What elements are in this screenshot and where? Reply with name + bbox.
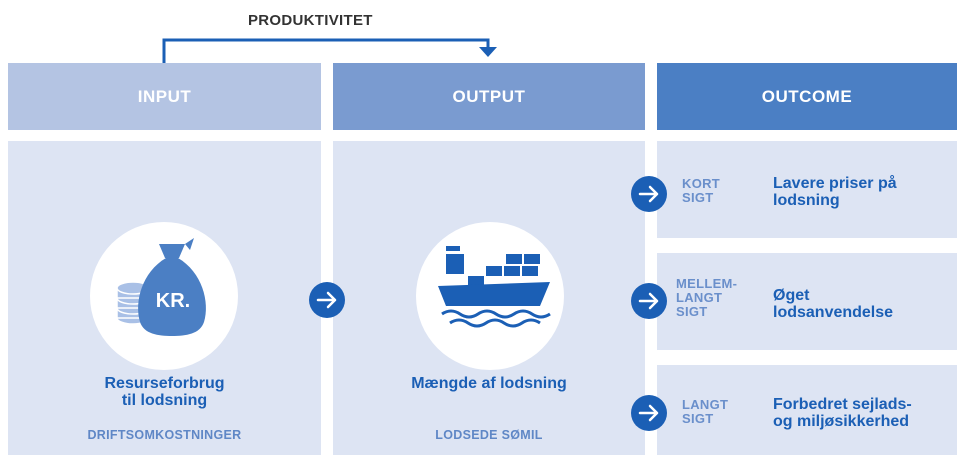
outcome-desc-medium: Øget lodsanvendelse: [773, 287, 893, 321]
term-line: KORT: [682, 176, 721, 191]
outcome-card-long-term: [657, 365, 957, 455]
money-bag-label: KR.: [156, 290, 190, 312]
output-icon-circle: [416, 222, 564, 370]
desc-line: Øget: [773, 287, 810, 304]
outcome-term-medium: MELLEM- LANGT SIGT: [676, 277, 737, 319]
output-sub-text: LODSEDE SØMIL: [435, 428, 543, 442]
outcome-term-long: LANGT SIGT: [682, 398, 728, 426]
term-line: LANGT: [682, 397, 729, 412]
desc-line: lodsning: [773, 192, 840, 209]
desc-line: Forbedret sejlads-: [773, 396, 912, 413]
outcome-arrow-3: [631, 395, 667, 431]
money-bag-coins-icon: KR.: [116, 238, 206, 336]
arrow-right-icon: [316, 291, 337, 309]
productivity-label: PRODUKTIVITET: [248, 12, 373, 29]
input-main-line-1: Resurseforbrug: [104, 375, 225, 392]
input-icon-circle: KR.: [90, 222, 238, 370]
input-main-text: Resurseforbrug til lodsning: [8, 375, 321, 409]
term-line: SIGT: [682, 190, 714, 205]
outcome-arrow-2: [631, 283, 667, 319]
arrow-right-icon: [638, 404, 659, 422]
output-main-text: Mængde af lodsning: [411, 375, 567, 392]
term-line: SIGT: [676, 304, 708, 319]
outcome-header: OUTCOME: [657, 63, 957, 130]
cargo-ship-icon: [438, 246, 551, 328]
arrow-right-icon: [638, 185, 659, 203]
arrow-right-icon: [638, 292, 659, 310]
productivity-bracket-arrow: [162, 38, 497, 63]
outcome-desc-long: Forbedret sejlads- og miljøsikkerhed: [773, 396, 912, 430]
term-line: SIGT: [682, 411, 714, 426]
input-main-line-2: til lodsning: [121, 392, 208, 409]
outcome-arrow-1: [631, 176, 667, 212]
input-header: INPUT: [8, 63, 321, 130]
term-line: MELLEM-: [676, 276, 738, 291]
input-to-output-arrow: [309, 282, 345, 318]
outcome-term-short: KORT SIGT: [682, 177, 720, 205]
input-sub-text: DRIFTSOMKOSTNINGER: [87, 428, 242, 442]
desc-line: lodsanvendelse: [773, 304, 894, 321]
outcome-desc-short: Lavere priser på lodsning: [773, 175, 897, 209]
desc-line: Lavere priser på: [773, 175, 897, 192]
term-line: LANGT: [676, 290, 723, 305]
output-header: OUTPUT: [333, 63, 645, 130]
outcome-card-medium-term: [657, 253, 957, 350]
desc-line: og miljøsikkerhed: [773, 413, 910, 430]
outcome-card-short-term: [657, 141, 957, 238]
